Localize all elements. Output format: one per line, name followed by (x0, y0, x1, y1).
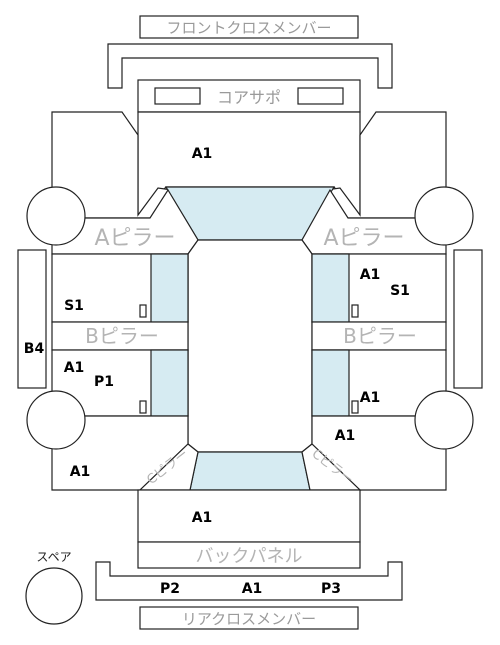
trunk-lid (137, 489, 361, 543)
grade-left-s1: S1 (64, 298, 84, 314)
core-support-label: コアサポ (217, 88, 281, 107)
rear-window (189, 451, 311, 491)
front-cross-member-bracket (107, 43, 393, 89)
spare-label: スペア (36, 550, 71, 564)
right-rear-door-handle (351, 400, 359, 414)
rear-cross-member-label: リアクロスメンバー (182, 610, 316, 628)
grade-rear-p2: P2 (160, 581, 180, 597)
grade-left-a1-mid: A1 (64, 360, 85, 376)
grade-right-s1: S1 (390, 283, 410, 299)
right-front-door-handle (351, 304, 359, 318)
front-cross-member-box (139, 15, 359, 39)
core-support-left-slot (154, 87, 201, 105)
back-panel-box (137, 541, 361, 569)
grade-right-a1-mid: A1 (360, 390, 381, 406)
right-front-door-glass (311, 253, 350, 323)
grade-rear-a1: A1 (242, 581, 263, 597)
left-rear-door-glass (150, 349, 189, 417)
grade-right-a1-top: A1 (360, 267, 381, 283)
rear-right-wheel (414, 390, 474, 450)
grade-trunk-a1: A1 (192, 510, 213, 526)
left-front-door-glass (150, 253, 189, 323)
b-pillar-left-label: Bピラー (85, 324, 159, 348)
grade-left-b4: B4 (24, 341, 45, 357)
b-pillar-right (311, 321, 447, 351)
b-pillar-right-label: Bピラー (343, 324, 417, 348)
grade-front-top: A1 (192, 146, 213, 162)
core-support-right-slot (297, 87, 344, 105)
rear-cross-member-box (139, 606, 359, 630)
roof-panel (187, 239, 313, 453)
rear-left-wheel (26, 390, 86, 450)
grade-left-p1: P1 (94, 374, 114, 390)
front-left-wheel (26, 186, 86, 246)
left-front-door-handle (139, 304, 147, 318)
grade-rear-p3: P3 (321, 581, 341, 597)
back-panel-label: バックパネル (195, 546, 302, 567)
rear-cross-member-bracket (95, 561, 403, 601)
front-right-wheel (414, 186, 474, 246)
left-side-sill (17, 249, 47, 389)
front-cross-member-label: フロントクロスメンバー (166, 19, 331, 37)
right-side-sill (453, 249, 483, 389)
right-rear-door-glass (311, 349, 350, 417)
a-pillar-left-label: Aピラー (94, 226, 175, 251)
grade-left-a1-bottom: A1 (70, 464, 91, 480)
a-pillar-right-label: Aピラー (323, 226, 404, 251)
left-rear-door-handle (139, 400, 147, 414)
spare-tire (25, 567, 83, 625)
grade-right-a1-lower: A1 (335, 428, 356, 444)
